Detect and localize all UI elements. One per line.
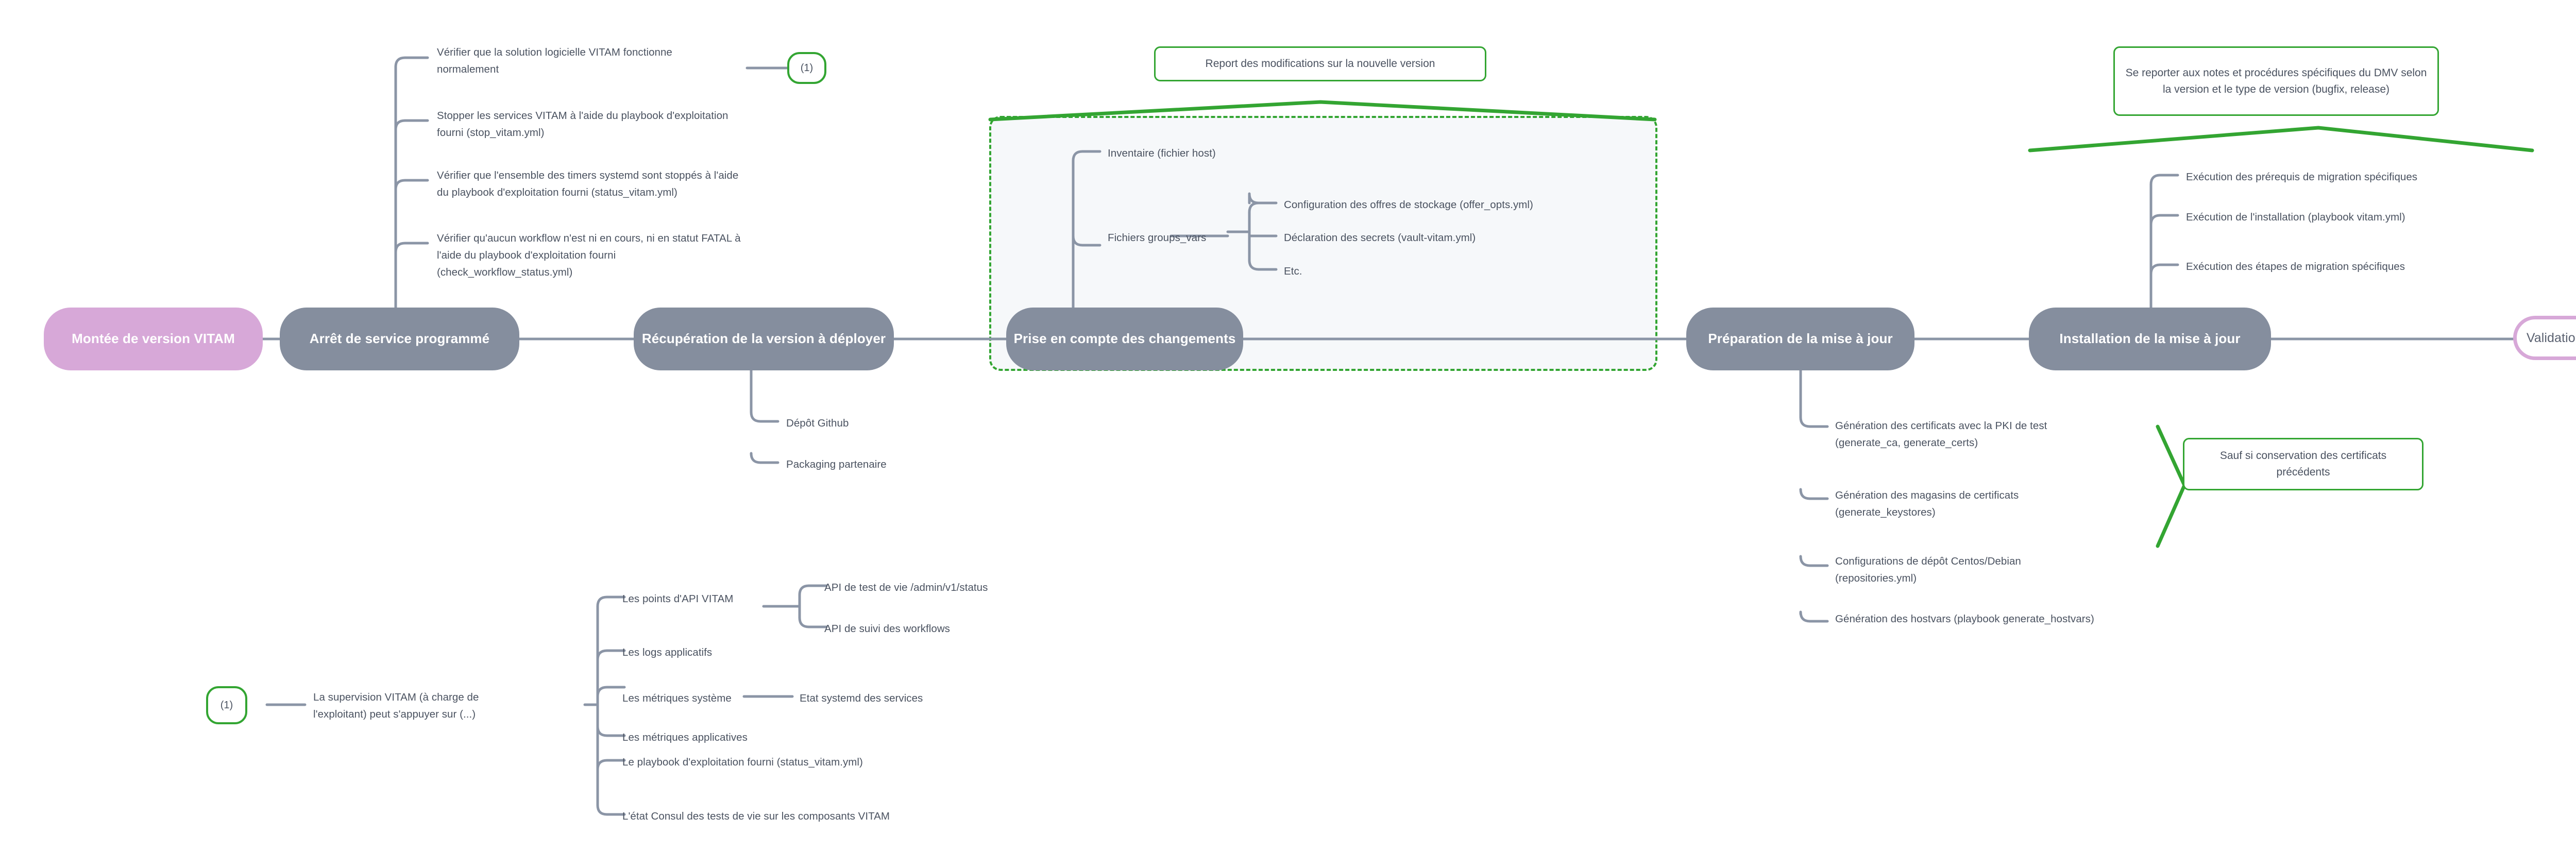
leaf-preparation-item-2: Configurations de dépôt Centos/Debian (r… <box>1835 555 2021 585</box>
leaf-arret-item-3: Vérifier qu'aucun workflow n'est ni en c… <box>437 232 741 279</box>
leaf-preparation-item-3: Génération des hostvars (playbook genera… <box>1835 613 2094 625</box>
node-installation-mise-a-jour[interactable]: Installation de la mise à jour <box>2029 308 2271 370</box>
leaf-groups-vars-item-0: Configuration des offres de stockage (of… <box>1284 199 1533 211</box>
supervision-item-4: Le playbook d'exploitation fourni (statu… <box>622 756 863 768</box>
badge-ref-bottom: (1) <box>206 686 247 724</box>
leaf-arret-item-1: Stopper les services VITAM à l'aide du p… <box>437 110 728 139</box>
node-montee-de-version-vitam[interactable]: Montée de version VITAM <box>44 308 263 370</box>
supervision-api-item-0: API de test de vie /admin/v1/status <box>824 582 988 593</box>
node-validation-deploiement[interactable]: Validation du déploiement <box>2513 316 2576 360</box>
leaf-installation-item-0: Exécution des prérequis de migration spé… <box>2186 171 2418 183</box>
supervision-note: La supervision VITAM (à charge de l'expl… <box>313 691 479 721</box>
node-recuperation-version[interactable]: Récupération de la version à déployer <box>634 308 894 370</box>
leaf-groups-vars-item-2: Etc. <box>1284 265 1302 277</box>
supervision-metriques-systeme-detail: Etat systemd des services <box>800 692 923 704</box>
supervision-item-3: Les métriques applicatives <box>622 731 748 743</box>
callout-dmv-notes: Se reporter aux notes et procédures spéc… <box>2113 46 2439 116</box>
leaf-groups-vars-item-1: Déclaration des secrets (vault-vitam.yml… <box>1284 232 1476 244</box>
leaf-recuperation-item-0: Dépôt Github <box>786 417 849 429</box>
leaf-preparation-item-0: Génération des certificats avec la PKI d… <box>1835 420 2047 449</box>
leaf-prise-en-compte-item-0: Inventaire (fichier host) <box>1108 147 1216 159</box>
leaf-installation-item-1: Exécution de l'installation (playbook vi… <box>2186 211 2405 223</box>
supervision-api-item-1: API de suivi des workflows <box>824 623 950 635</box>
supervision-item-2: Les métriques système <box>622 692 732 704</box>
supervision-item-5: L'état Consul des tests de vie sur les c… <box>622 810 890 822</box>
callout-report-modifications: Report des modifications sur la nouvelle… <box>1154 46 1486 81</box>
leaf-prise-en-compte-item-1: Fichiers groups_vars <box>1108 232 1207 244</box>
leaf-recuperation-item-1: Packaging partenaire <box>786 458 887 470</box>
supervision-item-1: Les logs applicatifs <box>622 646 713 658</box>
leaf-arret-item-2: Vérifier que l'ensemble des timers syste… <box>437 169 739 199</box>
supervision-item-0: Les points d'API VITAM <box>622 593 734 605</box>
node-prise-en-compte-changements[interactable]: Prise en compte des changements <box>1006 308 1243 370</box>
callout-sauf-si-conservation: Sauf si conservation des certificats pré… <box>2183 438 2424 490</box>
badge-ref-top: (1) <box>787 52 826 84</box>
leaf-installation-item-2: Exécution des étapes de migration spécif… <box>2186 261 2405 273</box>
node-arret-de-service[interactable]: Arrêt de service programmé <box>280 308 519 370</box>
leaf-preparation-item-1: Génération des magasins de certificats (… <box>1835 489 2019 519</box>
leaf-arret-item-0: Vérifier que la solution logicielle VITA… <box>437 46 672 76</box>
node-preparation-mise-a-jour[interactable]: Préparation de la mise à jour <box>1686 308 1914 370</box>
